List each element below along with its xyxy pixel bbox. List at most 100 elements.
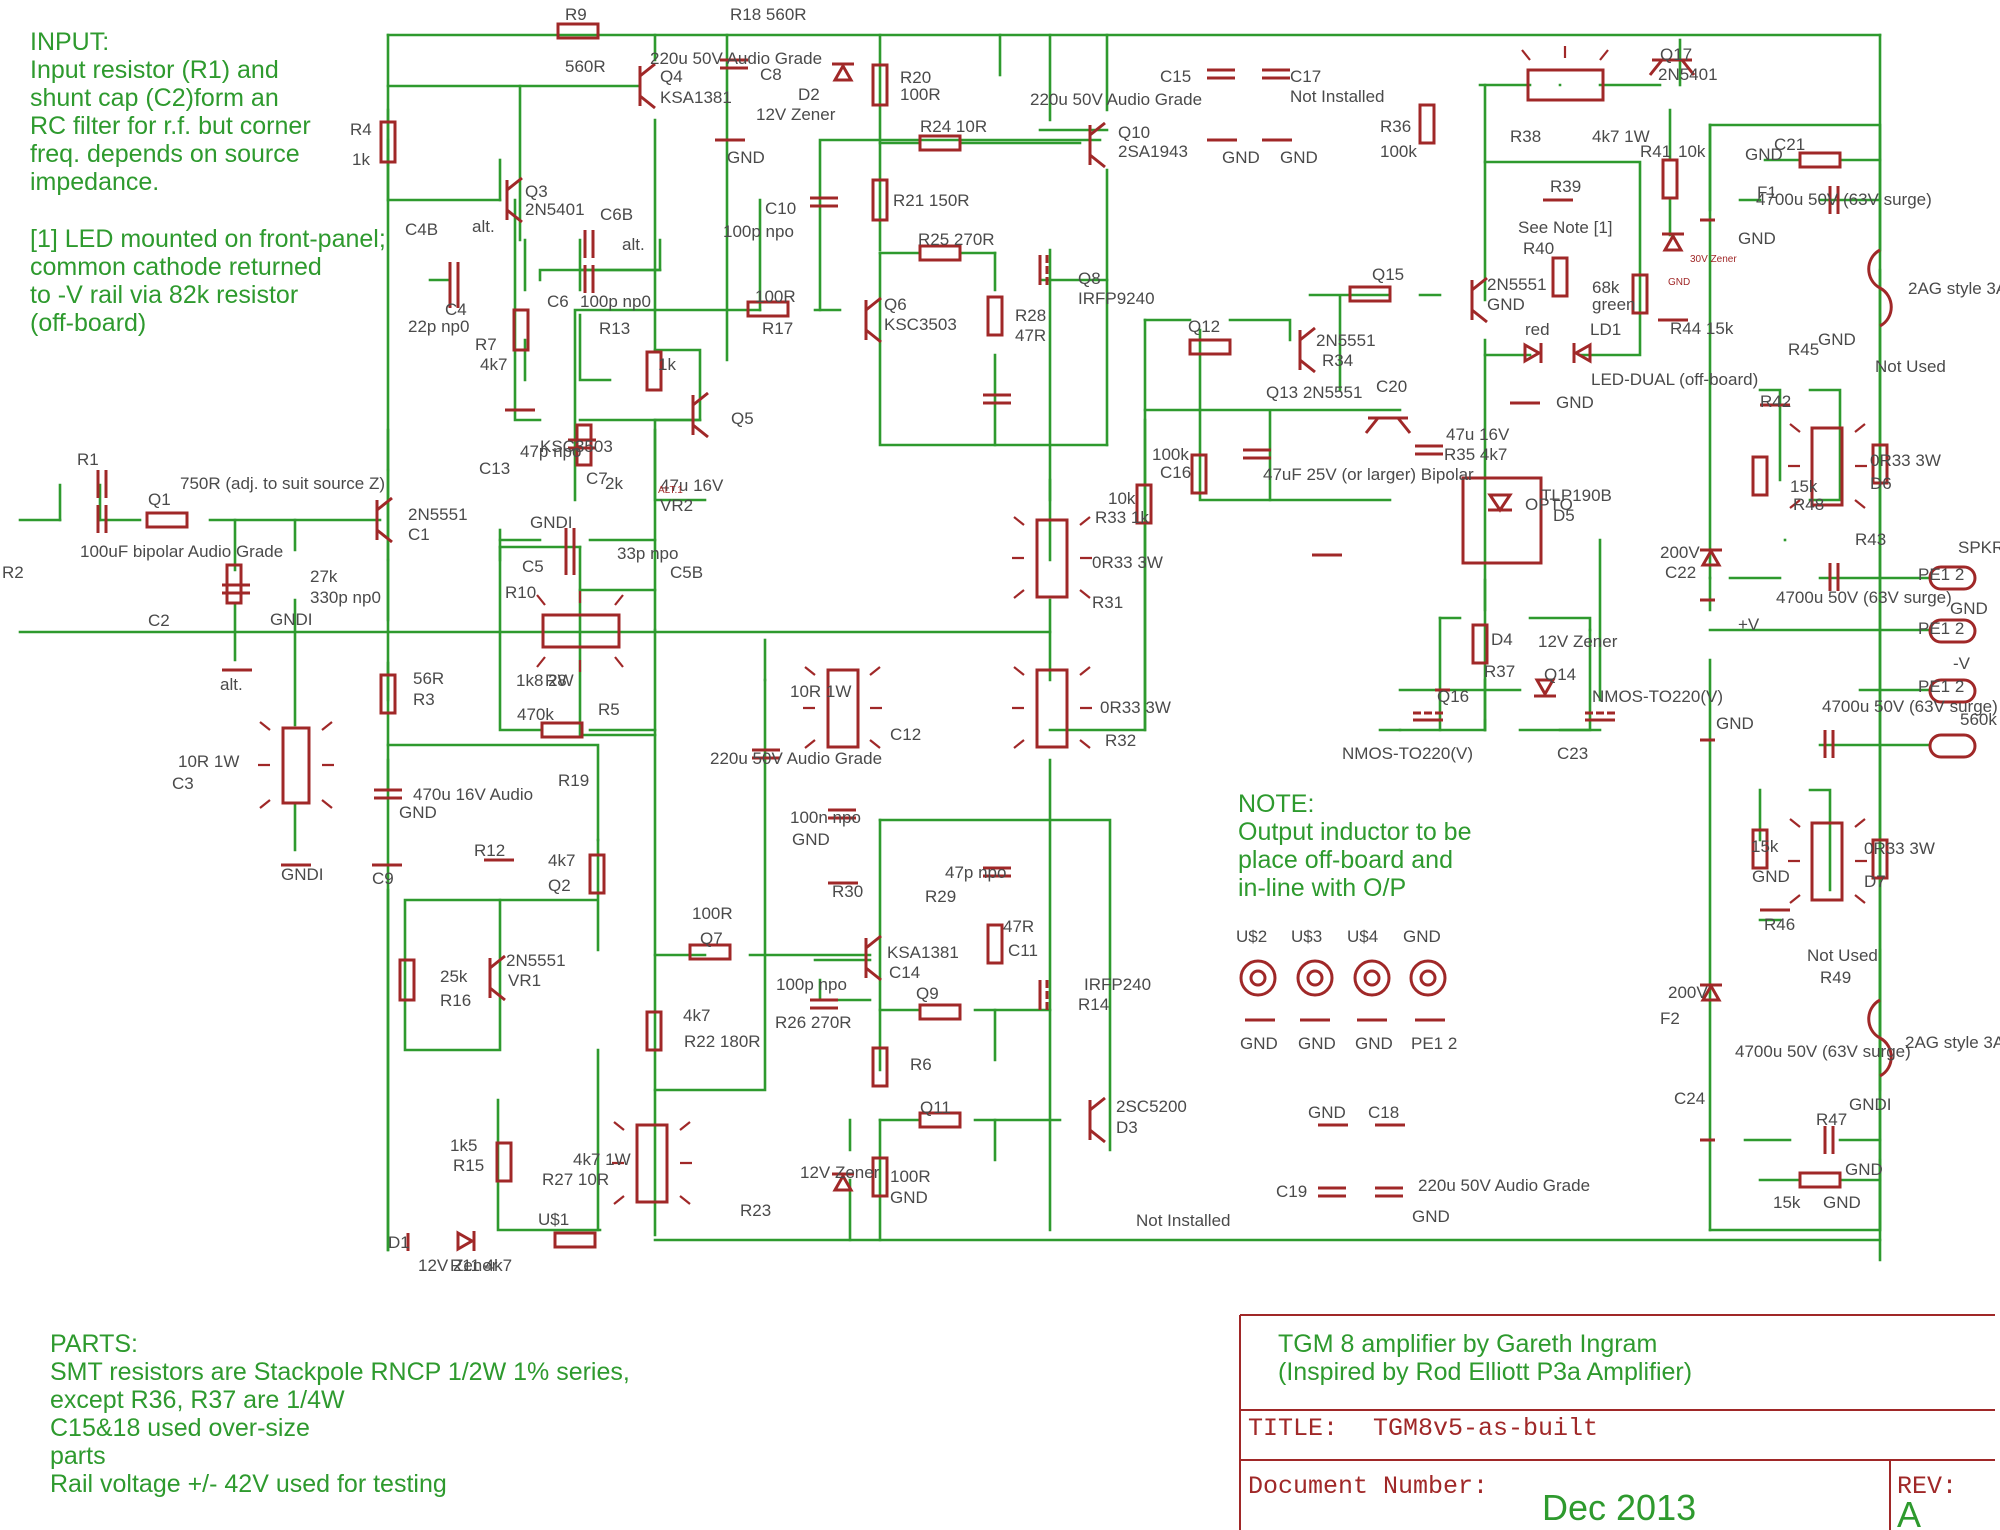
component-label: +V bbox=[1738, 615, 1760, 634]
component-label: LED-DUAL (off-board) bbox=[1591, 370, 1758, 389]
component-label: GND bbox=[1280, 148, 1318, 167]
component-label: Q16 bbox=[1437, 687, 1469, 706]
component-label: R36 bbox=[1380, 117, 1411, 136]
component-label: 22p np0 bbox=[408, 317, 469, 336]
component-label: R11 4k7 bbox=[450, 1256, 512, 1275]
component-label: 2SC5200 bbox=[1116, 1097, 1187, 1116]
component-label: C18 bbox=[1368, 1103, 1399, 1122]
capacitor-c2 bbox=[222, 583, 250, 595]
component-label: Q13 2N5551 bbox=[1266, 383, 1362, 402]
component-label: 47p npo bbox=[945, 863, 1006, 882]
component-label: NMOS-TO220(V) bbox=[1342, 744, 1473, 763]
component-label: R12 bbox=[474, 841, 505, 860]
zener-d4 bbox=[1534, 678, 1556, 698]
component-label: C13 bbox=[479, 459, 510, 478]
component-label: 10R 1W bbox=[178, 752, 239, 771]
component-label: Q10 bbox=[1118, 123, 1150, 142]
component-label: IRFP240 bbox=[1084, 975, 1151, 994]
component-label: 220u 50V Audio Grade bbox=[650, 49, 822, 68]
component-label: OPTO bbox=[1525, 495, 1573, 514]
capacitor-c4 bbox=[448, 280, 460, 308]
component-label: D2 bbox=[798, 85, 820, 104]
transistor-q6 bbox=[864, 296, 882, 344]
component-label: 4k7 bbox=[683, 1006, 710, 1025]
resistor-r4 bbox=[379, 120, 397, 164]
transistor-q1 bbox=[375, 496, 393, 544]
component-label: Q17 bbox=[1660, 45, 1692, 64]
component-label: 1k8 2W bbox=[516, 671, 574, 690]
mount-hole-us1 bbox=[1239, 959, 1277, 997]
resistor-r36 bbox=[1418, 103, 1436, 145]
resistor-r38 bbox=[1526, 68, 1605, 102]
component-label: 12V Zener bbox=[1538, 632, 1618, 651]
capacitor-c3 bbox=[374, 788, 402, 800]
component-label: C6B bbox=[600, 205, 633, 224]
component-label: GND bbox=[1818, 330, 1856, 349]
resistor-r32 bbox=[1135, 483, 1153, 525]
resistor-r11 bbox=[553, 1231, 597, 1249]
mosfet-q16 bbox=[1585, 711, 1615, 722]
resistor-r28 bbox=[986, 295, 1004, 337]
inductor-note: NOTE: Output inductor to be place off-bo… bbox=[1238, 790, 1471, 902]
component-label: R15 bbox=[453, 1156, 484, 1175]
component-label: alt. bbox=[472, 217, 495, 236]
component-label: 100k bbox=[1152, 445, 1189, 464]
component-label: 220u 50V Audio Grade bbox=[710, 749, 882, 768]
component-label: R34 bbox=[1322, 351, 1353, 370]
component-label: 100n npo bbox=[790, 808, 861, 827]
transistor-q4 bbox=[638, 62, 656, 110]
component-label: C14 bbox=[889, 963, 920, 982]
component-label: 10R 1W bbox=[790, 682, 851, 701]
connector-spkr bbox=[1928, 618, 1977, 644]
component-label: C12 bbox=[890, 725, 921, 744]
title-block-line2: (Inspired by Rod Elliott P3a Amplifier) bbox=[1278, 1358, 1692, 1386]
component-label: GND bbox=[1716, 714, 1754, 733]
note-line: Output inductor to be bbox=[1238, 818, 1471, 846]
resistor-r30 bbox=[1035, 518, 1069, 599]
resistor-r47 bbox=[1798, 1171, 1842, 1189]
component-label: 25k bbox=[440, 967, 468, 986]
component-label: 0R33 3W bbox=[1864, 839, 1935, 858]
zener-d1 bbox=[456, 1230, 476, 1252]
diode-d6 bbox=[1700, 547, 1722, 567]
capacitor-c12 bbox=[828, 808, 856, 820]
resistor-r10 bbox=[541, 613, 621, 649]
component-label: alt. bbox=[622, 235, 645, 254]
mount-hole-us2 bbox=[1296, 959, 1334, 997]
component-label: R1 bbox=[77, 450, 99, 469]
transistor-q7 bbox=[864, 934, 882, 982]
mount-hole-us4 bbox=[1409, 959, 1447, 997]
component-label: 12V Zener bbox=[418, 1256, 498, 1275]
capacitor-c24 bbox=[1823, 1126, 1835, 1154]
component-label: 2SA1943 bbox=[1118, 142, 1188, 161]
resistor-r20 bbox=[871, 63, 889, 107]
component-label: 4k7 bbox=[480, 355, 507, 374]
component-label: 47R bbox=[1003, 917, 1034, 936]
capacitor-c6b bbox=[583, 230, 595, 258]
note-line: INPUT: bbox=[30, 28, 109, 56]
component-label: 200V bbox=[1660, 543, 1700, 562]
resistor-r14 bbox=[645, 1010, 663, 1052]
resistor-r24 bbox=[918, 134, 962, 152]
component-label: C21 bbox=[1774, 135, 1805, 154]
component-label: R40 bbox=[1523, 239, 1554, 258]
title-block: TGM 8 amplifier by Gareth Ingram (Inspir… bbox=[1239, 1314, 1995, 1530]
resistor-r1 bbox=[145, 511, 189, 529]
component-label: GND bbox=[1487, 295, 1525, 314]
component-label: C8 bbox=[760, 65, 782, 84]
component-label: alt. bbox=[220, 675, 243, 694]
component-label: KSC3503 bbox=[884, 315, 957, 334]
capacitor-c6 bbox=[583, 265, 595, 293]
component-label: 47u 16V bbox=[1446, 425, 1510, 444]
component-label: 12V Zener bbox=[756, 105, 836, 124]
component-label: IRFP9240 bbox=[1078, 289, 1155, 308]
note-line: PARTS: bbox=[50, 1330, 138, 1358]
transistor-q2 bbox=[488, 954, 506, 1002]
component-label: 200V bbox=[1668, 983, 1708, 1002]
resistor-r26 bbox=[918, 1003, 962, 1021]
connector-gnd bbox=[1928, 678, 1977, 704]
note-line: parts bbox=[50, 1442, 106, 1470]
component-label: GND bbox=[1222, 148, 1260, 167]
component-label: R39 bbox=[1550, 177, 1581, 196]
